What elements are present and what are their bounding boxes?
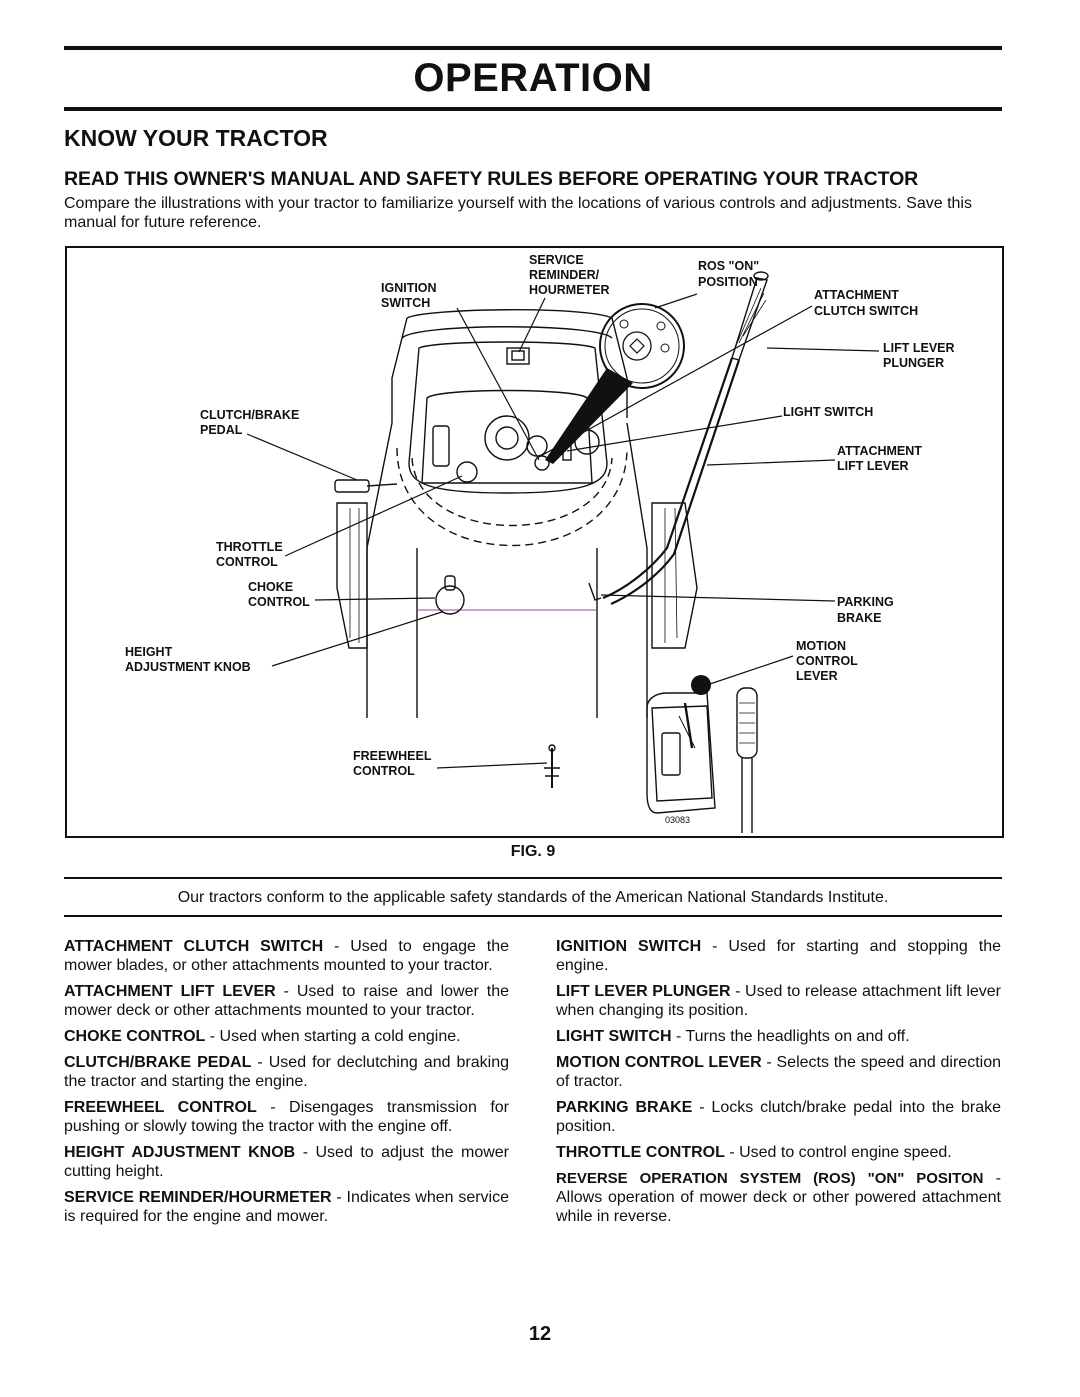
desc-motion-control: MOTION CONTROL LEVER - Selects the speed… xyxy=(556,1054,1001,1090)
desc-lift-plunger: LIFT LEVER PLUNGER - Used to release att… xyxy=(556,983,1002,1019)
svg-text:HEIGHT: HEIGHT xyxy=(125,645,173,659)
label-throttle-line1: THROTTLE xyxy=(216,540,283,554)
label-service-line3: HOURMETER xyxy=(529,283,610,297)
page-banner-title: OPERATION xyxy=(413,56,653,100)
desc-light-switch: LIGHT SWITCH - Turns the headlights on a… xyxy=(556,1028,910,1045)
svg-text:IGNITION: IGNITION xyxy=(381,281,437,295)
label-motion-control-line1: MOTION xyxy=(796,639,846,653)
svg-text:SWITCH: SWITCH xyxy=(381,296,430,310)
label-parking-brake-line2: BRAKE xyxy=(837,611,881,625)
label-motion-control-line2: CONTROL xyxy=(796,654,858,668)
svg-text:03083: 03083 xyxy=(665,815,690,825)
svg-text:HOURMETER: HOURMETER xyxy=(529,283,610,297)
svg-text:FREEWHEEL: FREEWHEEL xyxy=(353,749,432,763)
label-ros-line1: ROS "ON" xyxy=(698,259,759,273)
svg-text:SERVICE: SERVICE xyxy=(529,253,584,267)
label-attachment-clutch-line1: ATTACHMENT xyxy=(814,288,899,302)
notice-rule-top xyxy=(64,877,1002,879)
svg-text:LIFT LEVER: LIFT LEVER xyxy=(883,341,955,355)
tractor-controls-illustration: IGNITION SWITCH SERVICE REMINDER/ HOURME… xyxy=(125,253,955,833)
label-freewheel-line2: CONTROL xyxy=(353,764,415,778)
label-clutch-brake-line2: PEDAL xyxy=(200,423,243,437)
label-parking-brake-line1: PARKING xyxy=(837,595,894,609)
svg-text:THROTTLE: THROTTLE xyxy=(216,540,283,554)
descriptions-left-column: ATTACHMENT CLUTCH SWITCH - Used to engag… xyxy=(64,937,509,1233)
label-service-line1: SERVICE xyxy=(529,253,584,267)
svg-text:CLUTCH SWITCH: CLUTCH SWITCH xyxy=(814,304,918,318)
svg-text:CONTROL: CONTROL xyxy=(796,654,858,668)
svg-text:MOTION: MOTION xyxy=(796,639,846,653)
svg-text:LIFT LEVER: LIFT LEVER xyxy=(837,459,909,473)
svg-text:CONTROL: CONTROL xyxy=(216,555,278,569)
label-light-switch: LIGHT SWITCH xyxy=(783,405,873,419)
figure-caption: FIG. 9 xyxy=(510,843,556,860)
label-attachment-clutch-line2: CLUTCH SWITCH xyxy=(814,304,918,318)
banner-rule xyxy=(64,107,1002,111)
svg-text:ATTACHMENT: ATTACHMENT xyxy=(837,444,922,458)
section-title: KNOW YOUR TRACTOR xyxy=(64,125,328,151)
desc-clutch-brake: CLUTCH/BRAKE PEDAL - Used for declutchin… xyxy=(64,1054,509,1090)
svg-text:LIGHT SWITCH: LIGHT SWITCH xyxy=(783,405,873,419)
descriptions-right-column: IGNITION SWITCH - Used for starting and … xyxy=(556,937,1001,1233)
svg-text:PLUNGER: PLUNGER xyxy=(883,356,944,370)
notice-rule-bottom xyxy=(64,915,1002,917)
page-number: 12 xyxy=(528,1323,552,1345)
svg-text:POSITION: POSITION xyxy=(698,275,758,289)
label-attachment-lift-line2: LIFT LEVER xyxy=(837,459,909,473)
intro-paragraph: Compare the illustrations with your trac… xyxy=(64,195,972,231)
svg-text:CHOKE: CHOKE xyxy=(248,580,293,594)
label-choke-line2: CONTROL xyxy=(248,595,310,609)
label-choke-line1: CHOKE xyxy=(248,580,293,594)
desc-ros: REVERSE OPERATION SYSTEM (ROS) "ON" POSI… xyxy=(556,1170,1001,1225)
label-throttle-line2: CONTROL xyxy=(216,555,278,569)
figure-code: 03083 xyxy=(665,815,690,825)
svg-text:ADJUSTMENT KNOB: ADJUSTMENT KNOB xyxy=(125,660,251,674)
desc-freewheel: FREEWHEEL CONTROL - Disengages transmiss… xyxy=(64,1099,509,1135)
label-ignition-switch-line1: IGNITION xyxy=(381,281,437,295)
desc-attachment-lift: ATTACHMENT LIFT LEVER - Used to raise an… xyxy=(64,983,509,1019)
desc-ignition: IGNITION SWITCH - Used for starting and … xyxy=(556,938,1001,974)
svg-text:CLUTCH/BRAKE: CLUTCH/BRAKE xyxy=(200,408,299,422)
svg-text:PEDAL: PEDAL xyxy=(200,423,243,437)
label-ignition-switch-line2: SWITCH xyxy=(381,296,430,310)
label-ros-line2: POSITION xyxy=(698,275,758,289)
top-rule xyxy=(64,46,1002,50)
section-subtitle: READ THIS OWNER'S MANUAL AND SAFETY RULE… xyxy=(64,168,919,190)
svg-text:CONTROL: CONTROL xyxy=(353,764,415,778)
svg-text:ATTACHMENT: ATTACHMENT xyxy=(814,288,899,302)
svg-text:REMINDER/: REMINDER/ xyxy=(529,268,600,282)
svg-text:BRAKE: BRAKE xyxy=(837,611,881,625)
figure-panel: IGNITION SWITCH SERVICE REMINDER/ HOURME… xyxy=(65,246,1004,838)
label-lift-plunger-line1: LIFT LEVER xyxy=(883,341,955,355)
desc-height-knob: HEIGHT ADJUSTMENT KNOB - Used to adjust … xyxy=(64,1144,510,1180)
svg-text:CONTROL: CONTROL xyxy=(248,595,310,609)
ansi-notice: Our tractors conform to the applicable s… xyxy=(177,889,889,906)
desc-service-reminder: SERVICE REMINDER/HOURMETER - Indicates w… xyxy=(64,1189,510,1225)
label-freewheel-line1: FREEWHEEL xyxy=(353,749,432,763)
label-motion-control-line3: LEVER xyxy=(796,669,838,683)
desc-parking-brake: PARKING BRAKE - Locks clutch/brake pedal… xyxy=(556,1099,1002,1135)
label-height-knob-line1: HEIGHT xyxy=(125,645,173,659)
label-lift-plunger-line2: PLUNGER xyxy=(883,356,944,370)
desc-choke: CHOKE CONTROL - Used when starting a col… xyxy=(64,1028,461,1045)
label-clutch-brake-line1: CLUTCH/BRAKE xyxy=(200,408,299,422)
svg-text:LEVER: LEVER xyxy=(796,669,838,683)
desc-attachment-clutch: ATTACHMENT CLUTCH SWITCH - Used to engag… xyxy=(64,938,509,974)
svg-text:PARKING: PARKING xyxy=(837,595,894,609)
label-service-line2: REMINDER/ xyxy=(529,268,600,282)
svg-text:ROS "ON": ROS "ON" xyxy=(698,259,759,273)
label-attachment-lift-line1: ATTACHMENT xyxy=(837,444,922,458)
label-height-knob-line2: ADJUSTMENT KNOB xyxy=(125,660,251,674)
desc-throttle: THROTTLE CONTROL - Used to control engin… xyxy=(556,1144,952,1161)
